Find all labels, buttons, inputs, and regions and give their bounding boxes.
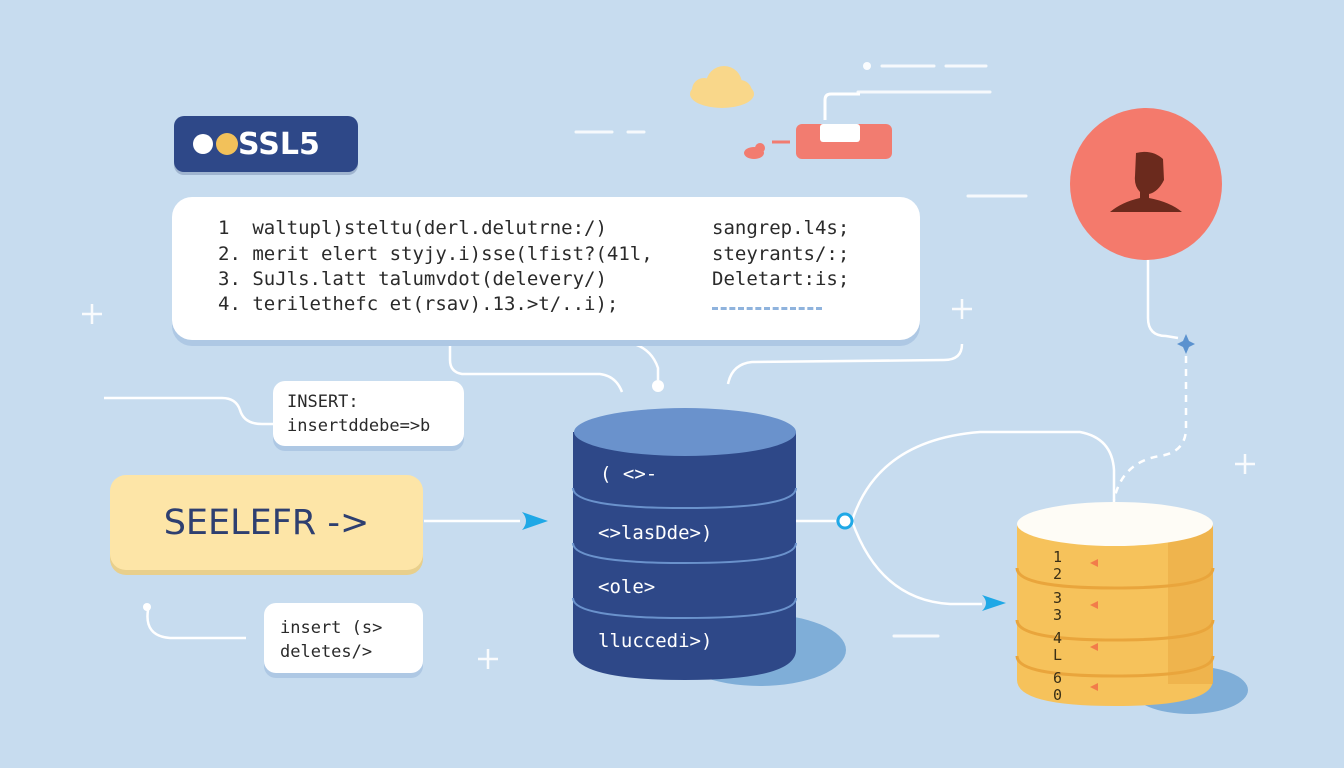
insert-note: INSERT: insertddebe=>b <box>273 381 464 446</box>
stack-label: 6 0 <box>1053 669 1063 704</box>
stack-label: 1 2 <box>1053 548 1063 583</box>
code-line: 2. merit elert styjy.i)sse(lfist?(41l, <box>218 243 653 265</box>
database-cylinder <box>572 408 846 686</box>
database-label: lluccedi>) <box>598 630 713 652</box>
chat-bubble-icon <box>744 92 892 159</box>
code-line: 3. SuJls.latt talumvdot(delevery/) <box>218 268 607 290</box>
cloud-icon <box>690 66 754 108</box>
code-line: 1 waltupl)steltu(derl.delutrne:/) <box>218 217 607 239</box>
code-side-line: steyrants/:; <box>712 243 850 265</box>
stack-label: 3 3 <box>1053 589 1063 624</box>
dashed-divider <box>712 307 822 310</box>
connector-lines <box>104 342 1116 640</box>
decor-dashes <box>574 64 1028 638</box>
stack-label: 4 L <box>1053 629 1063 664</box>
data-stack <box>1015 502 1248 714</box>
code-side-line: sangrep.l4s; <box>712 217 850 239</box>
insert-note-title: INSERT: <box>287 392 359 412</box>
code-line: 4. terilethefc et(rsav).13.>t/..i); <box>218 293 619 315</box>
code-side-line: Deletart:is; <box>712 268 850 290</box>
arrow-head <box>982 595 1006 611</box>
dot-icon <box>216 133 238 155</box>
database-label: <>lasDde>) <box>598 522 713 544</box>
insert-delete-note: insert (s> deletes/> <box>264 603 423 673</box>
user-avatar-icon <box>1070 108 1222 260</box>
insert-delete-note-line: deletes/> <box>280 642 373 662</box>
plus-icon <box>82 299 1255 669</box>
badge-label: SSL5 <box>238 126 320 162</box>
sparkle-icon <box>1177 334 1195 354</box>
database-label: ( <>- <box>600 463 658 485</box>
insert-delete-note-line: insert (s> <box>280 618 383 638</box>
app-badge: SSL5 <box>174 116 358 172</box>
select-box-label: SEELEFR -> <box>163 502 370 543</box>
arrow-head <box>522 512 548 530</box>
select-box: SEELEFR -> <box>110 475 423 570</box>
insert-note-text: insertddebe=>b <box>287 416 431 436</box>
code-card: 1 waltupl)steltu(derl.delutrne:/) 2. mer… <box>172 197 920 340</box>
database-label: <ole> <box>598 576 656 598</box>
dot-icon <box>193 134 213 154</box>
